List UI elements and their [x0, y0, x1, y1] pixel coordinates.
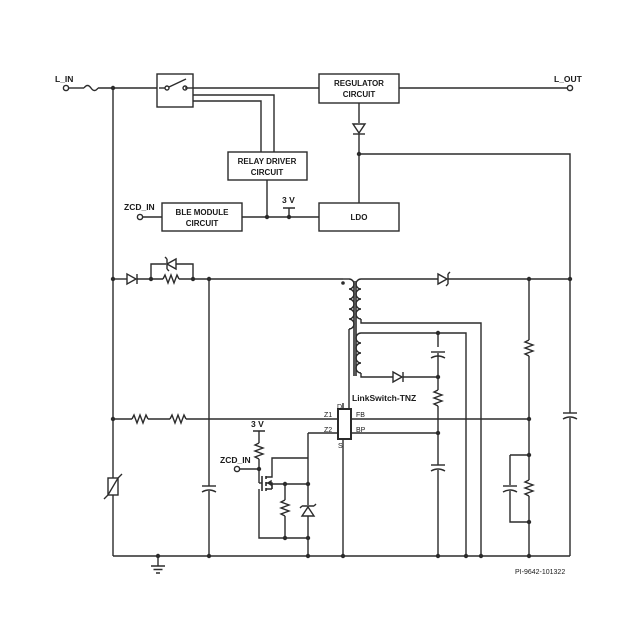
linkswitch-ic — [337, 403, 352, 440]
relay-driver-circuit-block: RELAY DRIVER CIRCUIT — [227, 151, 308, 181]
zcd-zener-diode — [299, 503, 317, 517]
l-out-label: L_OUT — [554, 74, 583, 84]
input-rectifier-diode — [126, 272, 138, 286]
fb-resistor — [523, 479, 535, 497]
v3-bottom-label: 3 V — [251, 419, 264, 429]
regulator-output-diode — [351, 123, 367, 135]
fb-capacitor — [502, 485, 518, 493]
bias-resistor — [432, 389, 444, 407]
output-dummy-resistor — [523, 339, 535, 357]
regulator-label-line2: CIRCUIT — [343, 90, 376, 99]
zcd-in-top-label: ZCD_IN — [124, 202, 155, 212]
relay-driver-label-line2: CIRCUIT — [251, 168, 284, 177]
fuse-symbol — [83, 84, 99, 92]
regulator-circuit-block: REGULATOR CIRCUIT — [318, 73, 400, 104]
ble-module-circuit-block: BLE MODULE CIRCUIT — [161, 202, 243, 232]
figure-id: PI-9642-101322 — [515, 569, 565, 576]
regulator-label-line1: REGULATOR — [334, 79, 384, 88]
l-in-label: L_IN — [55, 74, 73, 84]
mosfet-switch — [259, 470, 273, 491]
bulk-capacitor — [201, 485, 217, 493]
linkswitch-label: LinkSwitch-TNZ — [352, 393, 416, 403]
pin-d-label: D — [337, 404, 342, 411]
ble-module-label-line1: BLE MODULE — [176, 208, 230, 217]
l-in-terminal — [62, 84, 70, 92]
v3-top-label: 3 V — [282, 195, 295, 205]
relay-switch — [156, 73, 194, 108]
gate-resistor — [279, 499, 291, 517]
zcd-in-top-terminal — [136, 213, 144, 221]
zcd-in-bottom-terminal — [233, 465, 241, 473]
varistor — [103, 473, 123, 500]
ldo-block: LDO — [318, 202, 400, 232]
bias-diode — [392, 370, 404, 384]
pin-z1-label: Z1 — [324, 412, 332, 419]
z1-resistor-2 — [169, 413, 187, 425]
ble-module-label-line2: CIRCUIT — [186, 219, 219, 228]
snubber-zener-diode — [164, 256, 177, 272]
zcd-in-bottom-label: ZCD_IN — [220, 455, 251, 465]
pullup-resistor — [253, 442, 265, 460]
l-out-terminal — [566, 84, 574, 92]
ground-symbol — [151, 556, 165, 574]
top-line-wiring — [62, 84, 574, 92]
ldo-label: LDO — [351, 213, 368, 222]
relay-driver-label-line1: RELAY DRIVER — [238, 157, 297, 166]
output-capacitor — [562, 412, 578, 420]
transformer — [341, 278, 482, 556]
pin-fb-label: FB — [356, 412, 365, 419]
pin-s-label: S — [338, 443, 343, 450]
pin-z2-label: Z2 — [324, 427, 332, 434]
bp-capacitor — [430, 464, 446, 472]
z1-resistor-1 — [131, 413, 149, 425]
pin-bp-label: BP — [356, 427, 366, 434]
snubber-resistor — [162, 273, 180, 285]
